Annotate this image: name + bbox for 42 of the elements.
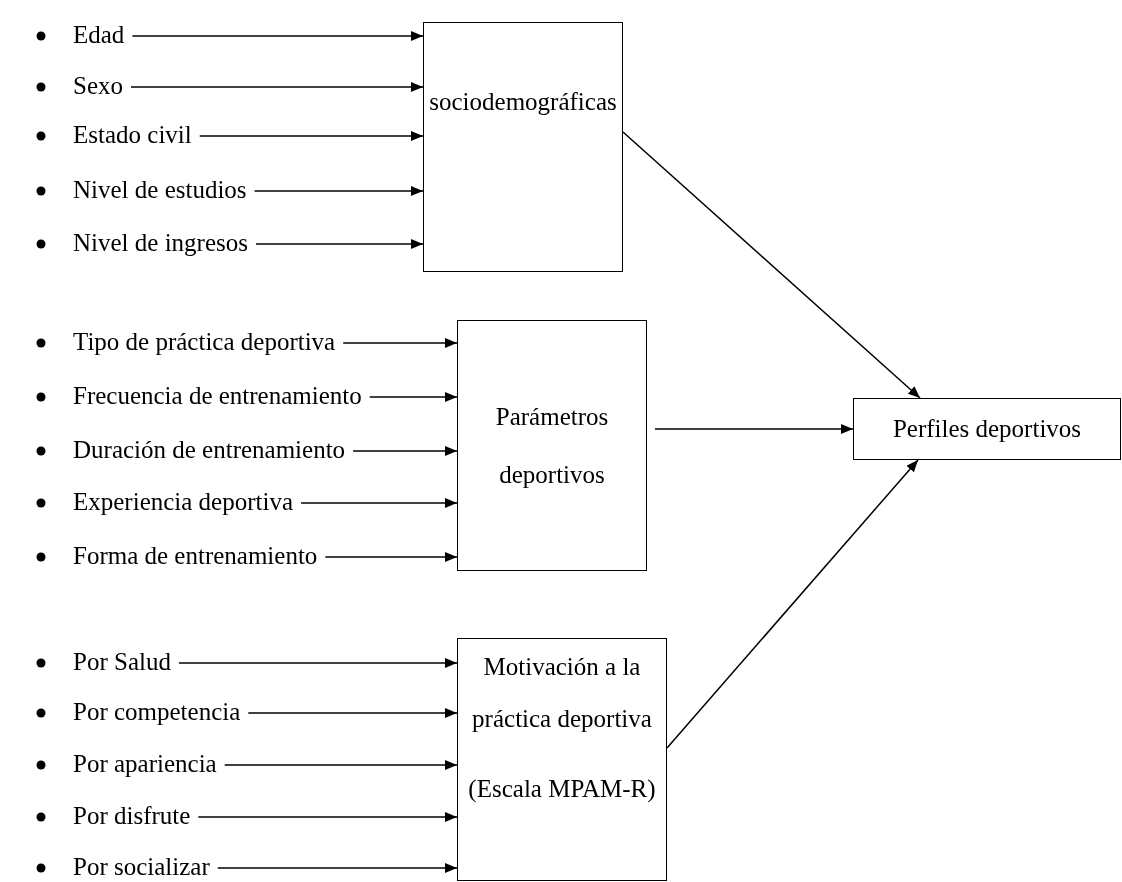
list-item-text: Por competencia (73, 698, 241, 726)
box-text: Motivación a la práctica deportiva (471, 652, 653, 734)
list-item-text: Experiencia deportiva (73, 488, 294, 516)
list-item-text: Sexo (73, 72, 123, 100)
text-box (457, 638, 667, 881)
arrow (352, 446, 458, 456)
arrow (199, 131, 424, 141)
list-item-text: Estado civil (73, 121, 192, 149)
arrow (217, 863, 458, 873)
arrow (197, 812, 458, 822)
list-item-text: Tipo de práctica deportiva (73, 328, 336, 356)
text-box (423, 22, 623, 272)
arrow (666, 459, 919, 749)
box-text: Perfiles deportivos (891, 414, 1083, 444)
list-item-text: Nivel de estudios (73, 176, 247, 204)
list-item-text: Duración de entrenamiento (73, 436, 346, 464)
arrow (130, 82, 424, 92)
box-text: (Escala MPAM-R) (467, 774, 657, 805)
arrow (253, 186, 424, 196)
list-item-text: Por socializar (73, 853, 210, 881)
list-item-text: Frecuencia de entrenamiento (73, 382, 362, 410)
box-text: Parámetros deportivos (494, 401, 610, 490)
arrow (369, 392, 458, 402)
text-box (853, 398, 1121, 460)
arrow (622, 131, 921, 399)
arrow (300, 498, 458, 508)
list-item-text: Por Salud (73, 648, 171, 676)
list-item-text: Nivel de ingresos (73, 229, 248, 257)
arrow (178, 658, 458, 668)
text-box (457, 320, 647, 571)
arrow (342, 338, 458, 348)
arrow (131, 31, 424, 41)
list-item-text: Edad (73, 21, 125, 49)
arrow (247, 708, 458, 718)
list-item-text: Por apariencia (73, 750, 217, 778)
arrow (654, 424, 854, 434)
list-item-text: Por disfrute (73, 802, 191, 830)
box-text: sociodemográficas (428, 87, 618, 117)
arrow (324, 552, 458, 562)
list-item-text: Forma de entrenamiento (73, 542, 318, 570)
arrow (223, 760, 458, 770)
arrow (255, 239, 424, 249)
